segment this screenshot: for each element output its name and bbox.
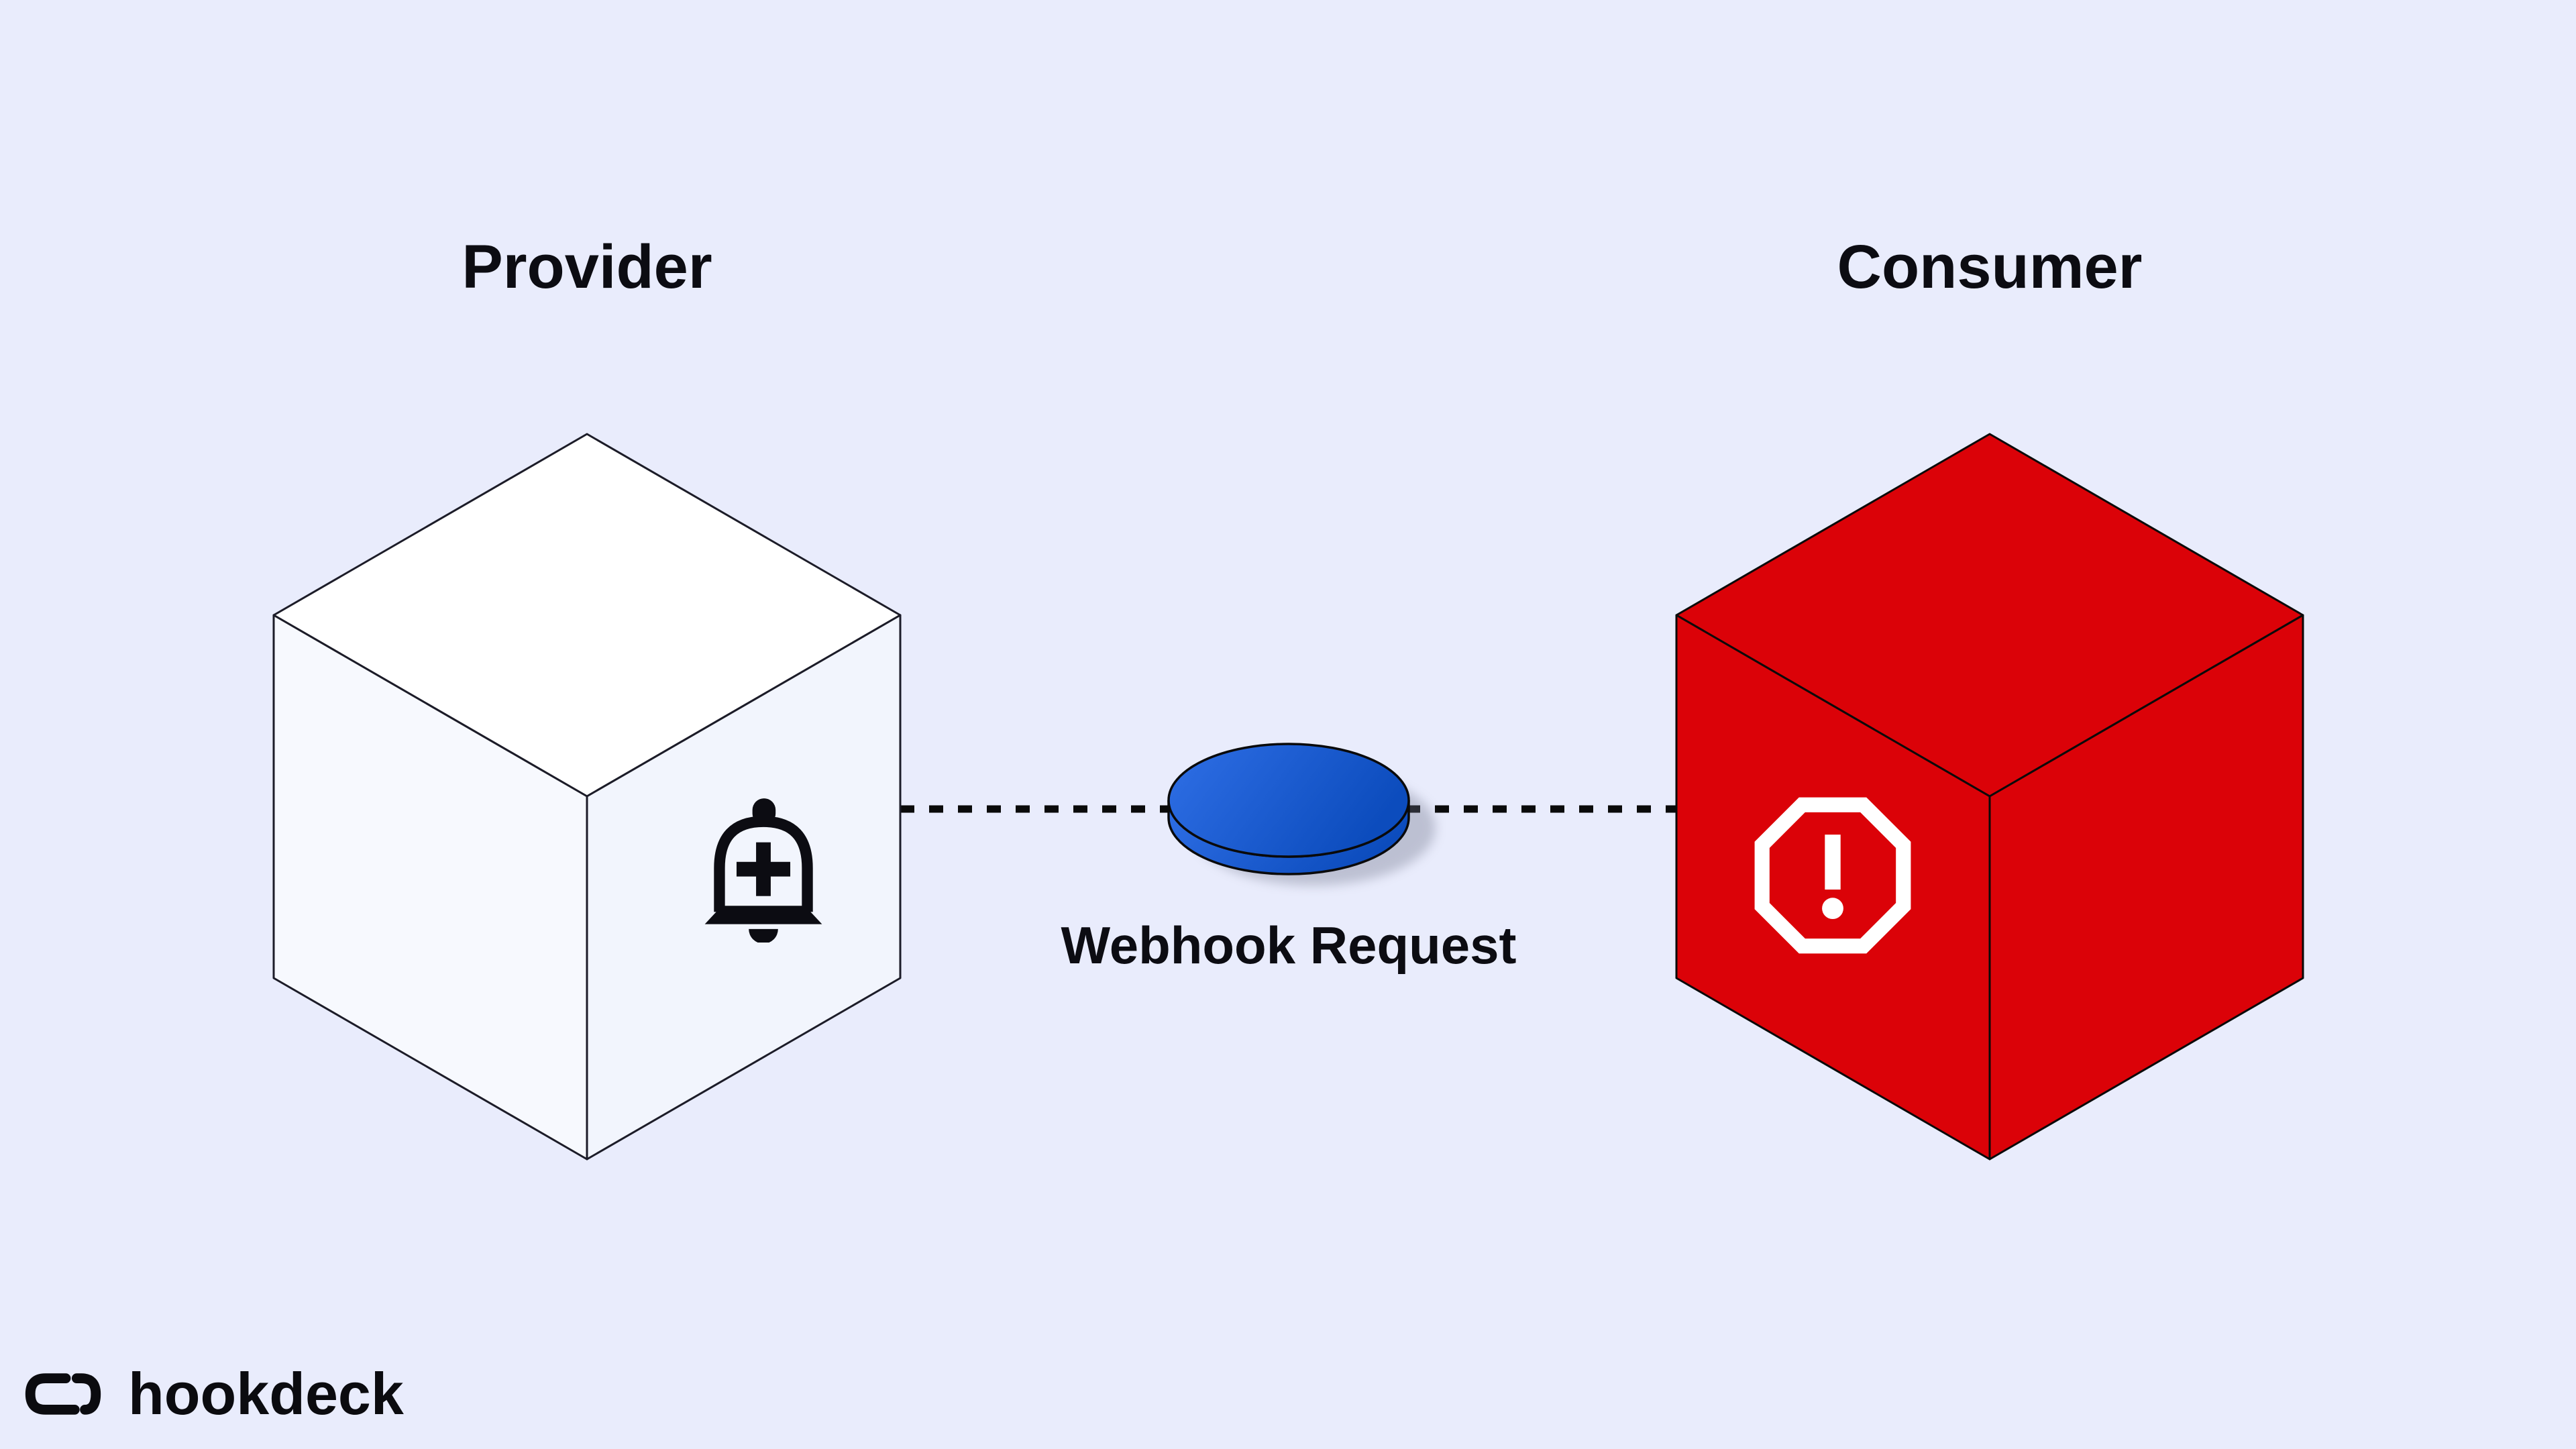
stop-error-octagon-icon [1754, 797, 1911, 954]
exclamation-bar [1825, 835, 1841, 890]
hookdeck-logo: hookdeck [22, 1360, 404, 1427]
bell-plus-horizontal [736, 861, 791, 877]
provider-cube [272, 433, 902, 1161]
hookdeck-chain-link-icon [25, 1373, 101, 1415]
webhook-request-label: Webhook Request [1061, 916, 1517, 975]
provider-label: Provider [462, 233, 712, 301]
webhook-request-disk [1167, 743, 1410, 875]
bell-rim [704, 906, 822, 924]
exclamation-dot [1822, 898, 1843, 920]
disk-top-face [1167, 743, 1410, 858]
notification-add-bell-icon [704, 798, 822, 943]
logo-link-right [71, 1373, 101, 1415]
bell-dome-outline [714, 816, 813, 912]
brand-name: hookdeck [128, 1360, 404, 1427]
provider-cube-right-face [586, 614, 902, 1161]
consumer-cube-right-face [1988, 614, 2304, 1161]
consumer-label: Consumer [1837, 233, 2143, 301]
bell-clapper [749, 928, 778, 943]
octagon-outline [1754, 797, 1911, 954]
logo-link-left [25, 1373, 80, 1415]
